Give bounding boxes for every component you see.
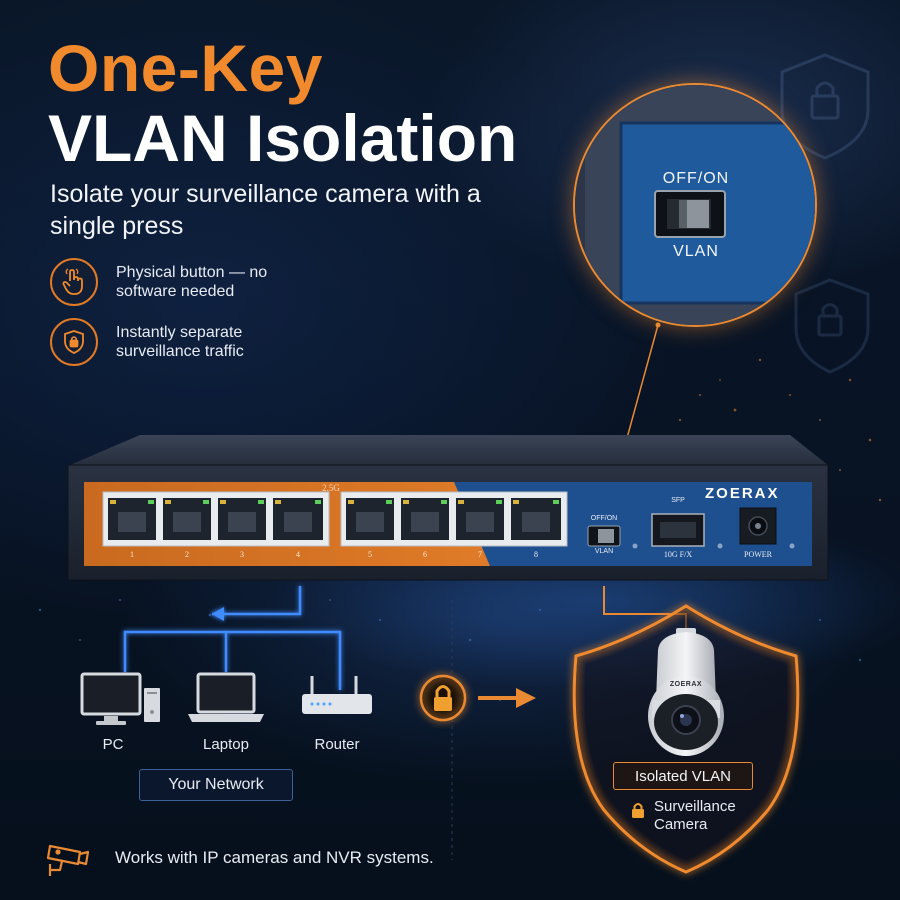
pc-icon — [80, 672, 160, 725]
port-number: 6 — [423, 550, 427, 559]
lock-icon — [632, 803, 644, 818]
speed-label: 2.5G — [322, 483, 340, 493]
brand-logo: ZOERAX — [705, 485, 780, 502]
port-number: 5 — [368, 550, 372, 559]
port-number: 2 — [185, 550, 189, 559]
arrow-right-icon — [516, 688, 536, 708]
port-number: 8 — [534, 550, 538, 559]
power-label: POWER — [744, 550, 772, 559]
headline-line2: VLAN Isolation — [48, 101, 518, 175]
port-number: 1 — [130, 550, 134, 559]
bg-shield-icon — [794, 278, 870, 374]
sfp-speed-label: 10G F/X — [663, 550, 693, 559]
network-connection-lines — [123, 586, 342, 690]
camera-brand: ZOERAX — [669, 681, 703, 688]
footer-text: Works with IP cameras and NVR systems. — [115, 848, 434, 867]
arrow-left-icon — [212, 607, 224, 621]
port-number: 4 — [296, 550, 300, 559]
callout-bottom-label: VLAN — [673, 243, 719, 260]
vlan-zoom-callout — [573, 83, 817, 327]
laptop-icon — [188, 672, 264, 722]
port-number: 3 — [240, 550, 244, 559]
device-label-router: Router — [314, 736, 360, 753]
sfp-label: SFP — [671, 497, 685, 504]
shield-lock-icon — [50, 318, 98, 366]
feature-text: Physical button — no software needed — [116, 264, 268, 300]
callout-top-label: OFF/ON — [662, 170, 730, 187]
isolated-vlan-badge: Isolated VLAN — [613, 762, 753, 790]
device-label-laptop: Laptop — [203, 736, 249, 753]
headline-line1: One-Key — [48, 31, 323, 105]
ptz-camera-icon — [648, 628, 724, 756]
device-label-pc: PC — [102, 736, 124, 753]
vlan-switch-top-label: OFF/ON — [590, 515, 618, 522]
surveillance-camera-caption: Surveillance Camera — [654, 798, 736, 833]
router-icon — [302, 676, 372, 714]
vlan-switch-bottom-label: VLAN — [594, 548, 614, 555]
hand-pointer-icon — [50, 258, 98, 306]
bg-shield-icon — [780, 53, 870, 160]
port-number: 7 — [478, 550, 482, 559]
subtitle: Isolate your surveillance camera with a … — [50, 180, 481, 240]
feature-text: Instantly separate surveillance traffic — [116, 324, 244, 360]
feature-item: Physical button — no software needed — [50, 258, 316, 306]
feature-item: Instantly separate surveillance traffic — [50, 318, 316, 366]
network-group-label: Your Network — [139, 769, 293, 801]
cctv-camera-icon — [46, 844, 90, 876]
